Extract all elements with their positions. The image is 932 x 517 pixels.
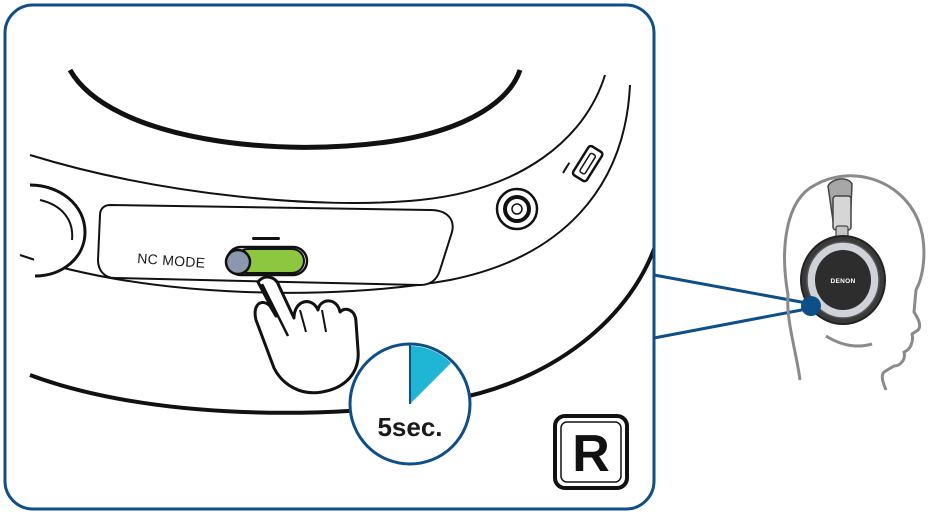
ear-pad-top	[67, 68, 523, 150]
timer-label: 5sec.	[377, 412, 442, 442]
headphone-jack	[495, 187, 539, 231]
timer-progress-wedge	[410, 346, 452, 404]
right-side-badge: R	[553, 414, 629, 490]
head-illustration	[783, 174, 926, 391]
housing-rim-lower	[19, 84, 631, 294]
housing-rim-upper	[29, 74, 606, 204]
zoom-frame	[3, 3, 656, 511]
jaw-line	[825, 334, 873, 348]
timer-dial: 5sec.	[348, 342, 472, 466]
indicator-led	[252, 237, 280, 240]
brand-logo: DENON	[831, 278, 856, 285]
nc-mode-switch[interactable]	[224, 245, 309, 277]
nc-panel	[96, 203, 454, 287]
pressing-hand-icon	[253, 275, 360, 395]
callout-lines	[653, 273, 813, 340]
volume-knob	[29, 183, 87, 278]
headphone-icon: DENON	[800, 178, 886, 325]
right-side-label: R	[572, 425, 610, 483]
callout-dot	[801, 296, 821, 316]
nc-mode-label: NC MODE	[137, 250, 206, 271]
switch-knob[interactable]	[224, 248, 252, 276]
usb-port	[562, 144, 604, 183]
head-outline	[783, 174, 926, 391]
earcup-closeup: NC MODE	[5, 5, 654, 509]
